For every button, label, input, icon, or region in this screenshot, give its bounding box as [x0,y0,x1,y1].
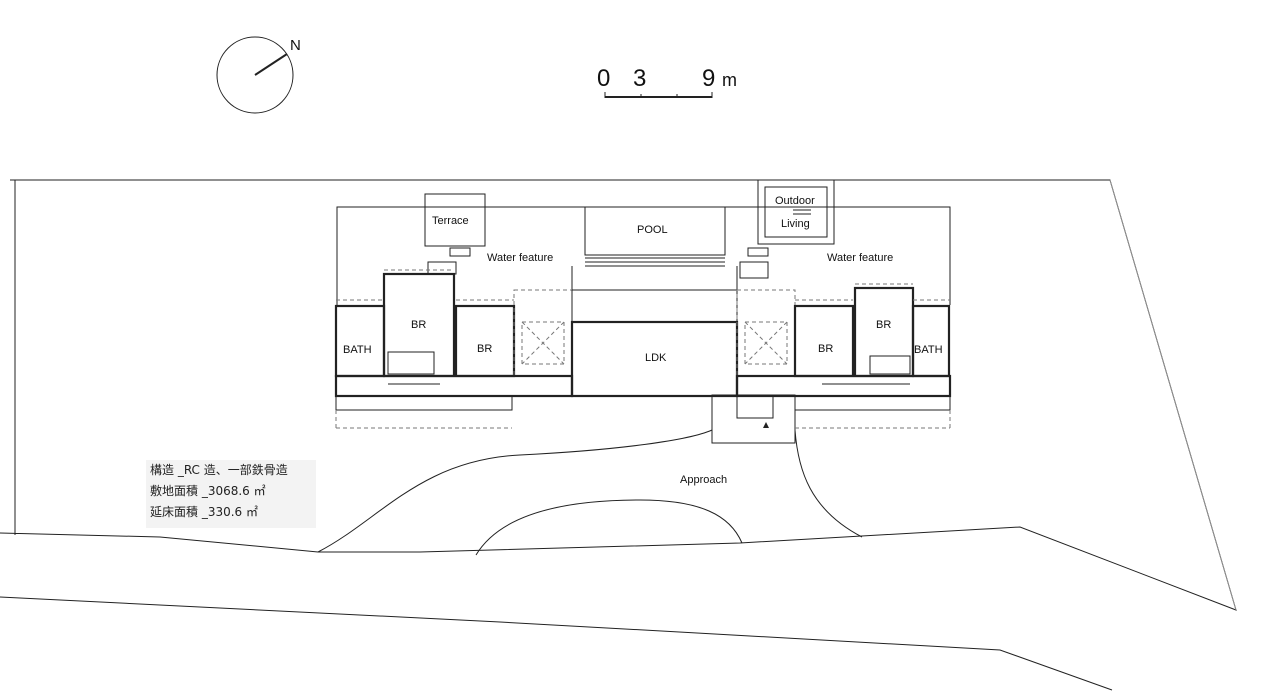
br-right-lower-label: BR [818,343,833,355]
corridor-right [735,374,952,398]
water-feature-right-label: Water feature [827,252,893,264]
terrace-box [424,193,486,247]
site-area-info: 敷地面積 _3068.6 ㎡ [150,484,266,498]
terrace-step [427,261,457,275]
road-edge-line [0,596,1113,691]
pool-basin [584,206,726,256]
closet-left [387,351,435,375]
north-arrow: N [216,36,301,114]
right-wing: BR BR BATH [735,283,952,429]
br-right-upper-room [853,286,915,378]
approach-island [475,499,743,556]
scale-bar: 0 3 9 m [597,65,737,98]
bath-right-label: BATH [914,344,943,356]
approach-path-left [317,429,713,553]
left-wing: BR BATH BR [334,269,574,429]
bath-left-label: BATH [343,344,372,356]
outdoor-living-label-line1: Outdoor [775,195,815,207]
bath-left-room [334,304,386,378]
void-mark [744,321,788,365]
ldk-label: LDK [645,352,667,364]
terrace-label: Terrace [432,215,469,227]
garden-enclosure [336,206,951,305]
structure-info: 構造 _RC 造、一部鉄骨造 [150,463,288,477]
approach-path-right [794,429,863,538]
terrace-step [449,247,471,257]
north-arrow-circle [216,36,294,114]
outdoor-living-step [739,261,769,279]
br-right-lower-room [793,304,855,378]
closet-right [869,355,911,375]
entrance-area [711,394,796,444]
scale-tick-0: 0 [597,65,610,92]
site-edge-right [1109,179,1237,611]
entrance-hall [736,395,774,419]
site-boundary-line [0,179,1237,611]
outdoor-living-step [747,247,769,257]
bath-right-room [911,304,951,378]
courtyard-right-void [744,321,788,365]
entrance-marker [763,422,769,428]
scale-tick-9: 9 [702,65,715,92]
approach-label: Approach [680,474,727,486]
site-boundary [0,179,1237,691]
br-left-lower-room [454,304,516,378]
void-mark [521,321,565,365]
approach-paths [317,394,863,556]
service-left [335,395,513,411]
scale-unit: m [722,70,737,90]
scale-tick-3: 3 [633,65,646,92]
br-left-lower-label: BR [477,343,492,355]
outdoor-living: Outdoor Living [739,179,835,279]
br-left-upper-label: BR [411,319,426,331]
courtyard-left-void [521,321,565,365]
pool-label: POOL [637,224,668,236]
pool: POOL [584,206,726,267]
outdoor-living-outer [757,179,835,245]
north-arrow-pointer [254,53,288,76]
service-right [794,395,951,411]
project-info-panel: 構造 _RC 造、一部鉄骨造 敷地面積 _3068.6 ㎡ 延床面積 _330.… [146,460,316,528]
br-right-upper-label: BR [876,319,891,331]
outdoor-living-inner [764,186,828,238]
water-feature-left-label: Water feature [487,252,553,264]
corridor-left [334,374,574,398]
floor-area-info: 延床面積 _330.6 ㎡ [150,505,258,519]
central-living: LDK [570,289,774,428]
north-label: N [290,37,301,54]
terrace: Terrace [424,193,486,275]
garden-outline-left [336,206,585,305]
garden-outline-right [725,206,951,305]
outdoor-living-label-line2: Living [781,218,810,230]
